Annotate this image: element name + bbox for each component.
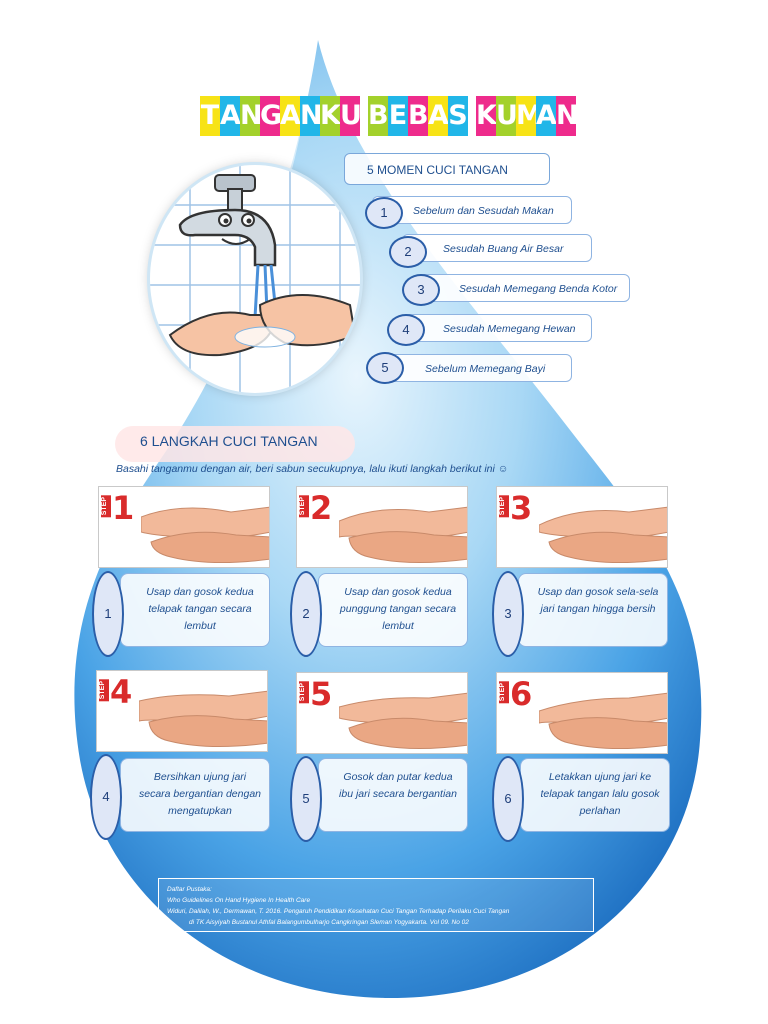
moment-number-badge: 1: [365, 197, 403, 229]
washing-hands-icon: [139, 690, 267, 748]
step-number-badge: 6: [492, 756, 524, 842]
step-number-label: 6: [510, 675, 533, 713]
washing-hands-icon: [141, 506, 269, 564]
title-letter: K: [476, 96, 497, 136]
title-letter: A: [536, 96, 557, 136]
step-number-badge: 5: [290, 756, 322, 842]
step-word-label: STEP: [299, 681, 309, 704]
washing-hands-icon: [539, 506, 667, 564]
step-number-badge: 1: [92, 571, 124, 657]
moment-label: Sesudah Buang Air Besar: [443, 243, 564, 255]
step-number-label: 1: [112, 489, 135, 527]
title-letter: E: [388, 96, 408, 136]
title-letter: N: [300, 96, 323, 136]
moment-item-5: Sebelum Memegang Bayi: [384, 354, 572, 382]
moments-heading: 5 MOMEN CUCI TANGAN: [344, 153, 550, 185]
step-number-label: 3: [510, 489, 533, 527]
step-word-label: STEP: [499, 495, 509, 518]
title-space: [468, 96, 476, 136]
title-letter: K: [320, 96, 341, 136]
step-3-description: Usap dan gosok sela-sela jari tangan hin…: [518, 573, 668, 647]
reference-who: Who Guidelines On Hand Hygiene In Health…: [167, 897, 311, 904]
step-word-label: STEP: [101, 495, 111, 518]
washing-hands-icon: [339, 692, 467, 750]
title-letter: N: [240, 96, 263, 136]
step-2-description: Usap dan gosok kedua punggung tangan sec…: [318, 573, 468, 647]
title-letter: A: [220, 96, 241, 136]
step-number-label: 4: [110, 673, 133, 711]
title-letter: M: [516, 96, 543, 136]
step-5-description: Gosok dan putar kedua ibu jari secara be…: [318, 758, 468, 832]
moment-label: Sesudah Memegang Hewan: [443, 323, 576, 335]
step-word-label: STEP: [99, 679, 109, 702]
moment-number-badge: 5: [366, 352, 404, 384]
faucet-hands-icon: [150, 165, 360, 393]
moment-label: Sesudah Memegang Benda Kotor: [459, 283, 618, 295]
title-letter: B: [408, 96, 429, 136]
faucet-illustration: [150, 165, 360, 393]
title-letter: U: [340, 96, 362, 136]
moment-item-4: Sesudah Memegang Hewan: [402, 314, 592, 342]
moment-item-2: Sesudah Buang Air Besar: [402, 234, 592, 262]
title-letter: A: [280, 96, 301, 136]
step-number-badge: 3: [492, 571, 524, 657]
title-letter: S: [448, 96, 468, 136]
moment-label: Sebelum Memegang Bayi: [425, 363, 546, 375]
washing-hands-icon: [339, 506, 467, 564]
title-letter: B: [368, 96, 389, 136]
reference-widuri-cont: di TK Aisyiyah Bustanul Athfal Balangumb…: [189, 919, 469, 926]
step-number-label: 5: [310, 675, 333, 713]
moment-number-badge: 3: [402, 274, 440, 306]
step-number-badge: 4: [90, 754, 122, 840]
references-heading: Daftar Pustaka:: [167, 886, 212, 893]
moment-item-1: Sebelum dan Sesudah Makan: [372, 196, 572, 224]
step-word-label: STEP: [499, 681, 509, 704]
moment-label: Sebelum dan Sesudah Makan: [413, 205, 554, 217]
step-1-description: Usap dan gosok kedua telapak tangan seca…: [120, 573, 270, 647]
title-space: [360, 96, 368, 136]
step-4-description: Bersihkan ujung jari secara bergantian d…: [120, 758, 270, 832]
washing-hands-icon: [539, 692, 667, 750]
steps-heading: 6 LANGKAH CUCI TANGAN: [115, 426, 355, 462]
moment-number-badge: 4: [387, 314, 425, 346]
title-letter: U: [496, 96, 518, 136]
step-number-label: 2: [310, 489, 333, 527]
step-word-label: STEP: [299, 495, 309, 518]
title-letter: G: [260, 96, 282, 136]
reference-widuri: Widuri, Dalilah, W., Dermawan, T. 2016. …: [167, 908, 510, 915]
moment-item-3: Sesudah Memegang Benda Kotor: [418, 274, 630, 302]
steps-instruction: Basahi tanganmu dengan air, beri sabun s…: [116, 463, 509, 475]
title-letter: N: [556, 96, 579, 136]
moment-number-badge: 2: [389, 236, 427, 268]
step-6-description: Letakkan ujung jari ke telapak tangan la…: [520, 758, 670, 832]
references-box: Daftar Pustaka: Who Guidelines On Hand H…: [158, 878, 594, 932]
step-number-badge: 2: [290, 571, 322, 657]
title-letter: A: [428, 96, 449, 136]
title-letter: T: [200, 96, 220, 136]
